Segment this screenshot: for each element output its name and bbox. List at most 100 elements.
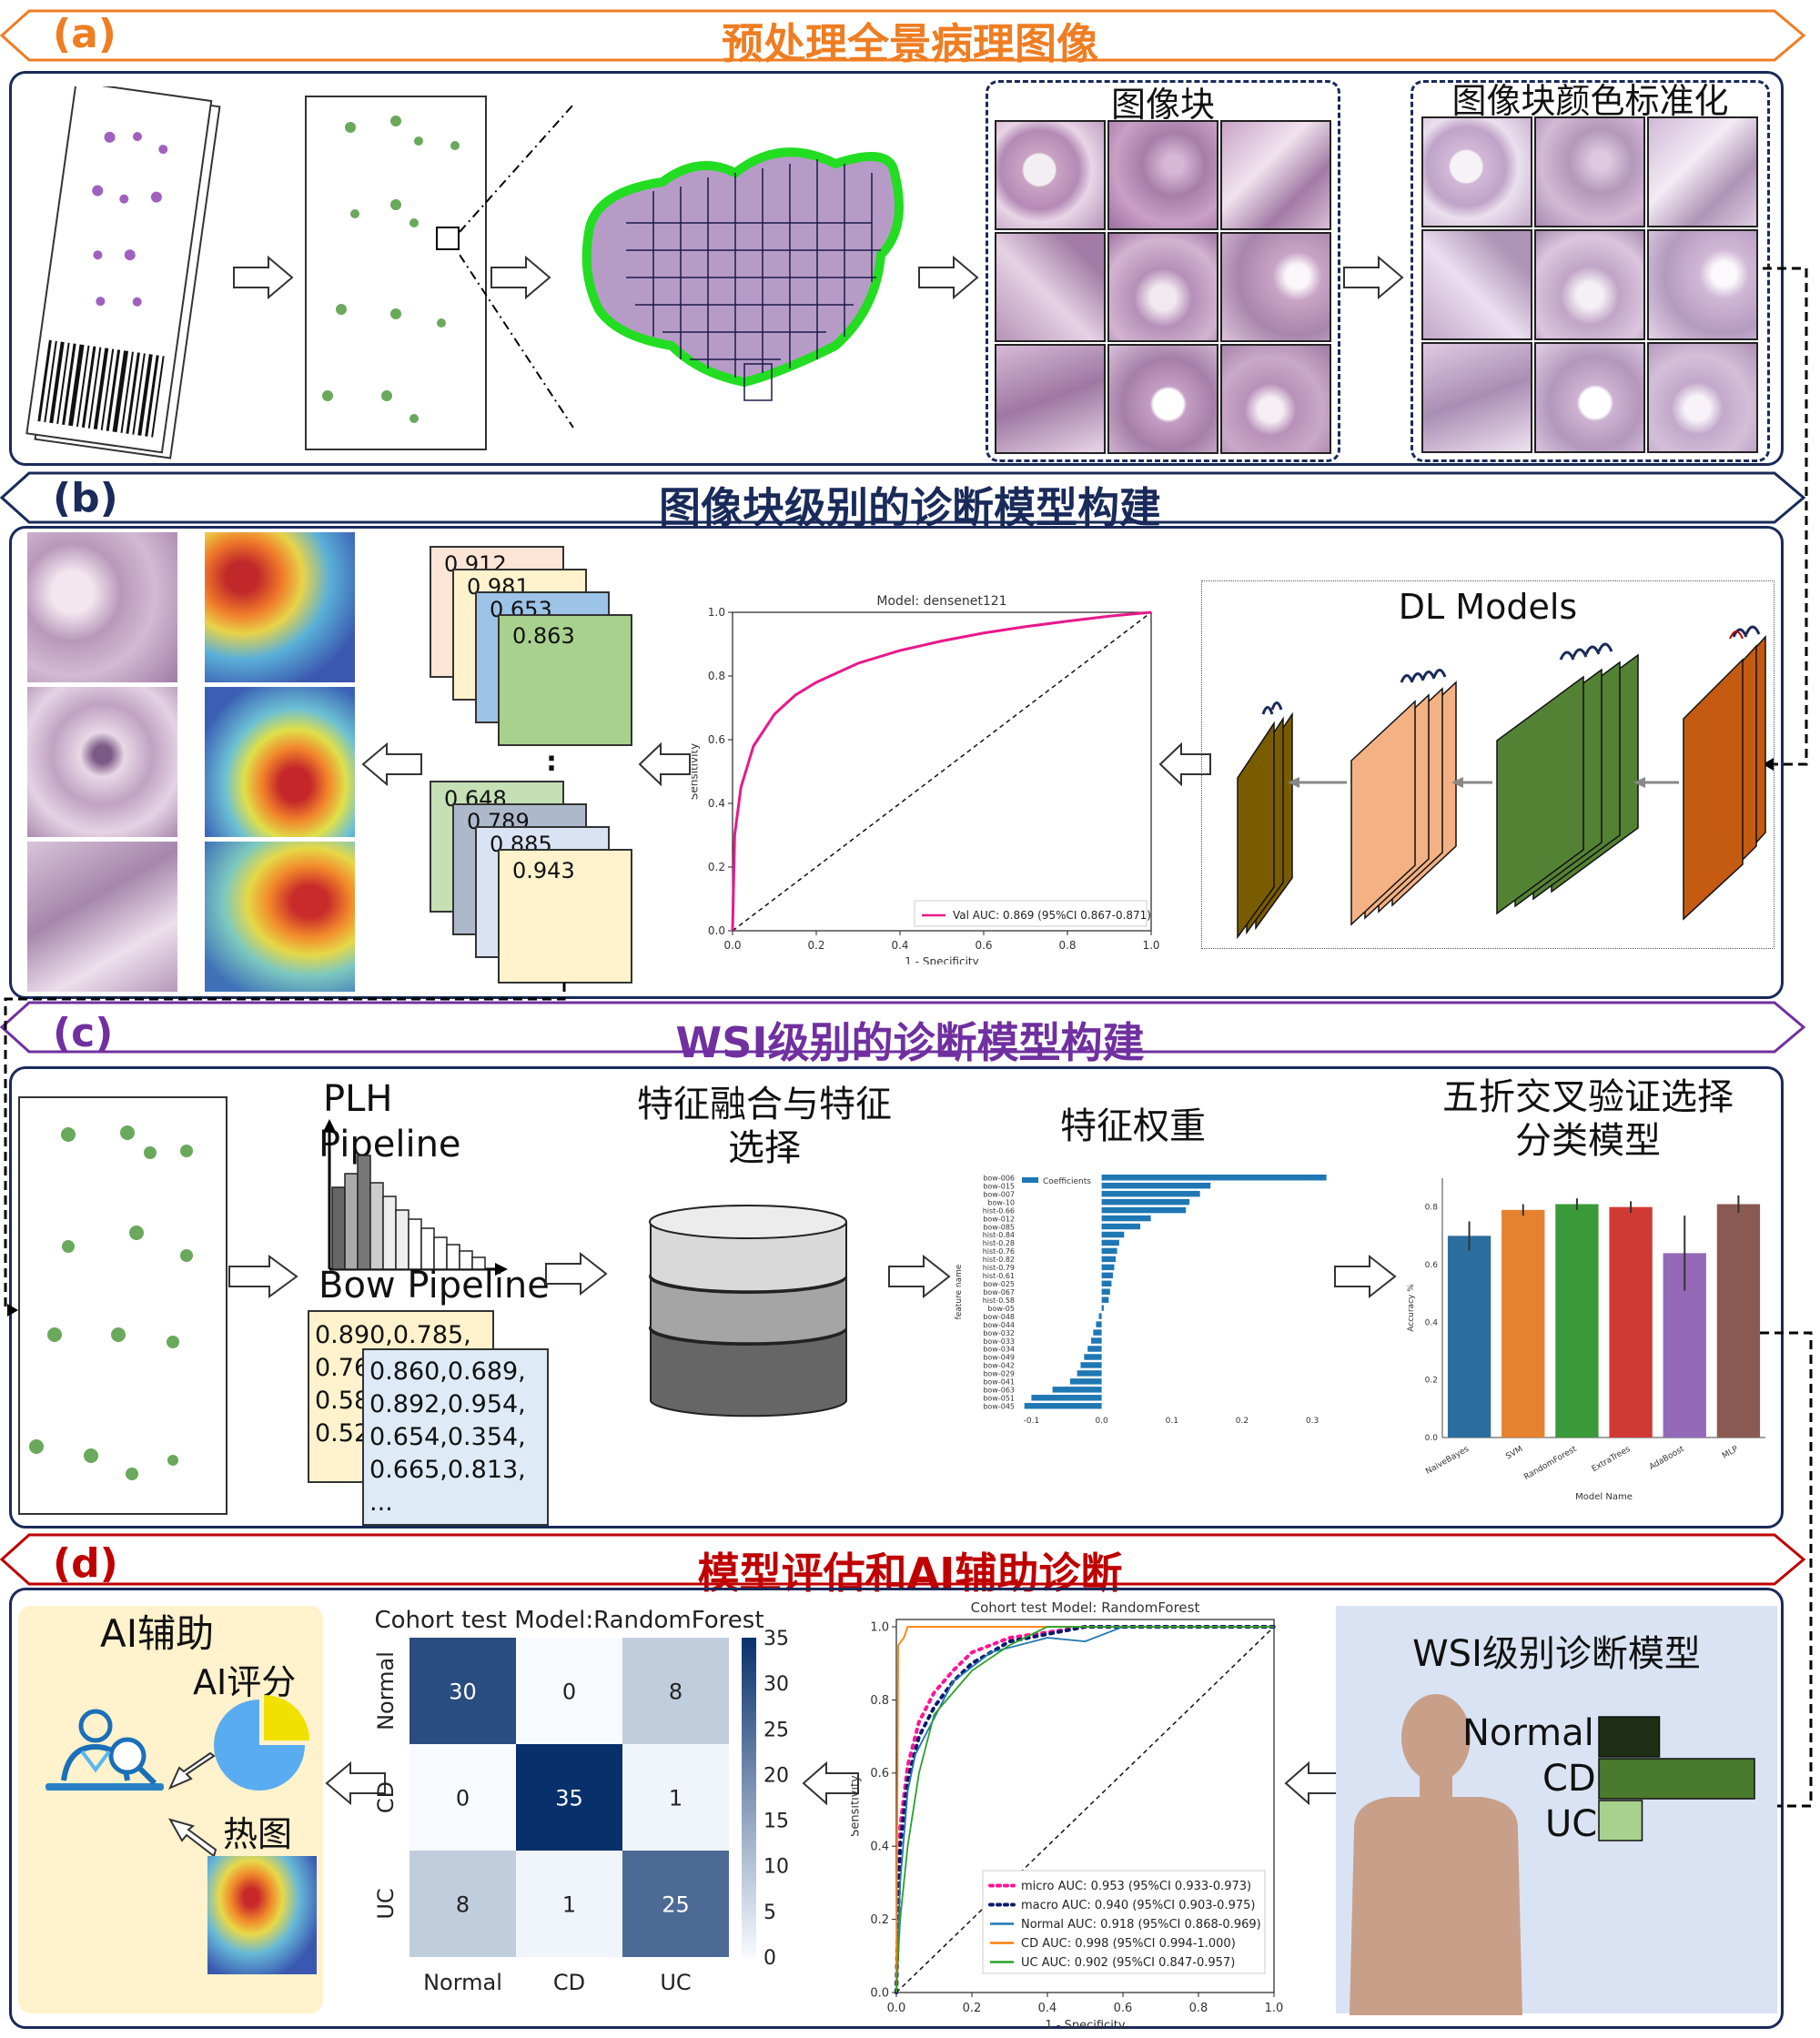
y-tick-label: 1.0 bbox=[708, 606, 725, 619]
arrow-left-icon bbox=[1283, 1761, 1342, 1806]
feature-label: bow-012 bbox=[983, 1215, 1015, 1223]
y-tick-label: 0.2 bbox=[708, 861, 725, 873]
x-tick-label: 0.0 bbox=[887, 2002, 906, 2015]
coefficient-bar bbox=[1102, 1289, 1110, 1295]
accuracy-bar bbox=[1555, 1205, 1598, 1438]
colorbar-tick-label: 20 bbox=[763, 1764, 789, 1787]
arrow-up-left-icon bbox=[168, 1815, 218, 1861]
y-axis-label: Accuracy % bbox=[1407, 1284, 1416, 1332]
cell-value: 1 bbox=[669, 1786, 682, 1811]
feature-label: bow-007 bbox=[983, 1190, 1015, 1198]
feature-label: hist-0.79 bbox=[983, 1264, 1015, 1272]
column-label: UC bbox=[660, 1970, 691, 1995]
class-label-cd: CD bbox=[1542, 1758, 1596, 1800]
y-tick-label: 0.4 bbox=[708, 797, 725, 810]
feature-label: hist-0.66 bbox=[983, 1206, 1015, 1215]
dl-models-diagram bbox=[1201, 619, 1774, 946]
x-tick-label: AdaBoost bbox=[1648, 1445, 1686, 1472]
chart-title: Cohort test Model:RandomForest bbox=[374, 1607, 763, 1634]
y-tick-label: 1.0 bbox=[870, 1620, 889, 1634]
class-label-normal: Normal bbox=[1462, 1712, 1594, 1754]
normalized-patches-title: 图像块颜色标准化 bbox=[1410, 73, 1770, 123]
coefficient-bar bbox=[1102, 1199, 1189, 1205]
x-tick-label: 1.0 bbox=[1142, 939, 1159, 952]
plh-label: PLH bbox=[323, 1078, 392, 1120]
x-tick-label: SVM bbox=[1504, 1445, 1524, 1461]
cell-value: 25 bbox=[662, 1892, 690, 1918]
fusion-title: 特征融合与特征 选择 bbox=[601, 1083, 928, 1170]
legend-swatch bbox=[1022, 1177, 1038, 1183]
x-axis-label: 1 - Specificity bbox=[905, 955, 978, 964]
y-axis-label: feature name bbox=[955, 1264, 964, 1319]
coefficient-bar bbox=[1070, 1378, 1102, 1384]
y-tick-label: 0.6 bbox=[1425, 1261, 1439, 1270]
accuracy-bar bbox=[1448, 1236, 1491, 1438]
cell-value: 0 bbox=[562, 1680, 576, 1705]
feature-label: bow-063 bbox=[983, 1387, 1015, 1395]
score-card: 0.863 bbox=[498, 614, 632, 746]
normalized-patch-tiles bbox=[1421, 116, 1760, 455]
y-tick-label: 0.6 bbox=[870, 1767, 889, 1781]
patch-tile bbox=[995, 232, 1106, 342]
cell-value: 30 bbox=[449, 1680, 477, 1705]
coefficient-bar bbox=[1080, 1362, 1101, 1367]
heatmap-label: 热图 bbox=[223, 1806, 292, 1856]
coefficient-bar bbox=[1102, 1183, 1211, 1188]
y-tick-label: 0.2 bbox=[1425, 1377, 1438, 1386]
arrow-right-icon bbox=[232, 255, 296, 300]
coefficient-bar bbox=[1102, 1232, 1125, 1237]
patch-tile bbox=[1421, 229, 1532, 340]
accuracy-bar-chart: 0.00.20.40.60.8NaiveBayesSVMRandomForest… bbox=[1397, 1165, 1779, 1506]
colorbar bbox=[742, 1638, 756, 1957]
coefficient-bar bbox=[1096, 1321, 1101, 1327]
wsi-thumbnail bbox=[18, 1096, 228, 1515]
patch-image bbox=[27, 532, 177, 682]
class-probability-bar bbox=[1599, 1801, 1643, 1841]
coefficient-bar bbox=[1084, 1354, 1101, 1359]
coefficient-bar bbox=[1099, 1313, 1102, 1318]
colorbar-tick-label: 10 bbox=[763, 1856, 789, 1879]
arrow-down-left-icon bbox=[168, 1751, 218, 1792]
class-probability-bar bbox=[1599, 1759, 1754, 1799]
class-label-uc: UC bbox=[1545, 1803, 1597, 1845]
y-tick-label: 0.4 bbox=[870, 1841, 889, 1854]
coefficient-bar bbox=[1102, 1224, 1140, 1229]
legend-label: Val AUC: 0.869 (95%CI 0.867-0.871) bbox=[953, 909, 1151, 922]
patch-image bbox=[27, 842, 177, 992]
row-label: CD bbox=[373, 1781, 399, 1813]
colorbar-tick-label: 15 bbox=[763, 1811, 789, 1833]
pie-chart-icon bbox=[209, 1690, 314, 1795]
feature-label: bow-015 bbox=[983, 1182, 1015, 1190]
x-axis-label: 1 - Specificity bbox=[1045, 2019, 1126, 2029]
patch-tile bbox=[1647, 342, 1758, 453]
heatmap-image bbox=[205, 687, 355, 837]
cell-value: 8 bbox=[669, 1680, 682, 1705]
patch-tile bbox=[1534, 342, 1645, 453]
x-tick-label: 0.1 bbox=[1166, 1417, 1178, 1426]
x-tick-label: 0.3 bbox=[1306, 1417, 1319, 1426]
feature-label: bow-033 bbox=[983, 1337, 1015, 1346]
accuracy-bar bbox=[1609, 1207, 1652, 1438]
arrow-right-icon bbox=[1342, 255, 1406, 300]
patch-tile bbox=[1220, 120, 1331, 230]
colorbar-tick-label: 30 bbox=[763, 1673, 789, 1696]
x-tick-label: 0.4 bbox=[1038, 2002, 1057, 2015]
patch-tile bbox=[1220, 232, 1331, 342]
coefficient-bar bbox=[1102, 1191, 1200, 1196]
patch-tile bbox=[1534, 116, 1645, 227]
colorbar-tick-label: 35 bbox=[763, 1628, 789, 1650]
database-icon bbox=[637, 1196, 860, 1424]
arrow-right-icon bbox=[544, 1251, 610, 1296]
x-tick-label: RandomForest bbox=[1522, 1445, 1579, 1482]
cv-title: 五折交叉验证选择 分类模型 bbox=[1406, 1075, 1770, 1163]
feature-label: bow-085 bbox=[983, 1223, 1015, 1231]
score-card: 0.943 bbox=[498, 849, 632, 984]
patch-tile bbox=[1107, 232, 1218, 342]
coefficient-bar bbox=[1102, 1281, 1112, 1286]
column-label: CD bbox=[553, 1970, 585, 1995]
x-tick-label: 0.4 bbox=[891, 939, 908, 952]
coefficient-bar bbox=[1053, 1387, 1102, 1392]
x-tick-label: -0.1 bbox=[1024, 1417, 1040, 1426]
coefficient-bar bbox=[1093, 1329, 1101, 1335]
